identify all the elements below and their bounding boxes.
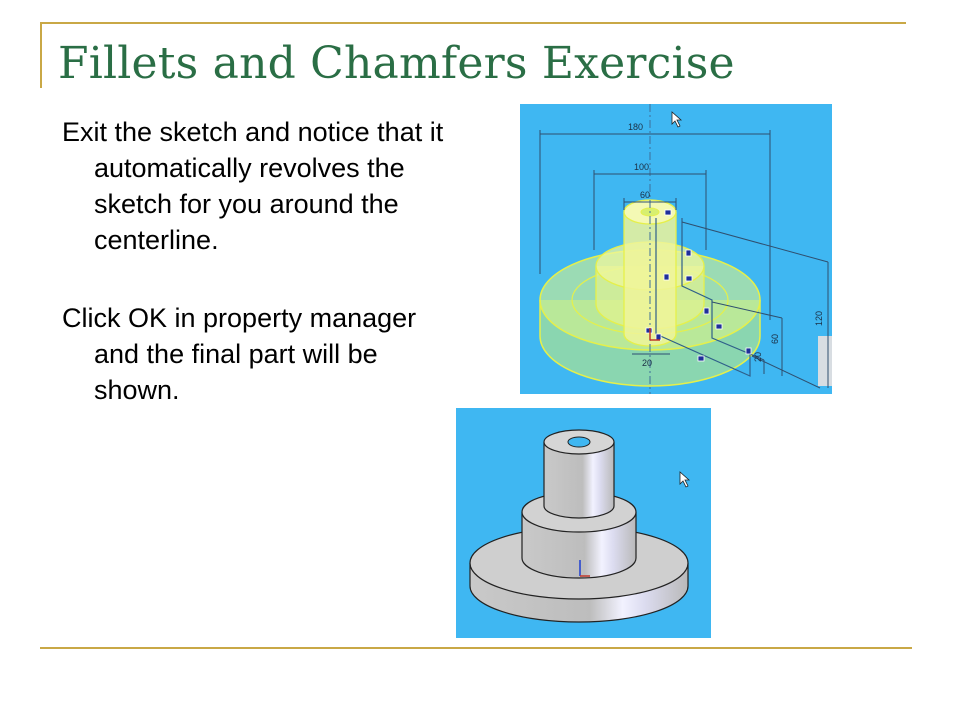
origin-icon bbox=[649, 328, 660, 341]
relation-markers bbox=[645, 209, 752, 362]
top-rule bbox=[40, 22, 906, 24]
dimension-label: 20 bbox=[753, 352, 763, 362]
final-part-image bbox=[456, 408, 711, 638]
slide-title: Fillets and Chamfers Exercise bbox=[58, 38, 735, 89]
dimension-lines bbox=[539, 130, 829, 389]
bottom-rule bbox=[40, 647, 912, 649]
paragraph-revolve: Exit the sketch and notice that it autom… bbox=[62, 117, 444, 255]
slide-body: Exit the sketch and notice that it autom… bbox=[62, 114, 462, 408]
origin-icon bbox=[579, 560, 590, 577]
dimension-label: 120 bbox=[814, 311, 824, 326]
dimension-label: 20 bbox=[642, 358, 652, 368]
left-rule bbox=[40, 22, 42, 88]
dimension-label: 100 bbox=[634, 162, 649, 172]
sketch-profile bbox=[655, 218, 751, 377]
dimension-label: 180 bbox=[628, 122, 643, 132]
dimension-label: 60 bbox=[770, 334, 780, 344]
cursor-icon bbox=[671, 111, 683, 128]
top-cylinder bbox=[543, 429, 615, 519]
cursor-icon bbox=[679, 471, 691, 488]
viewport-edge-panel bbox=[818, 336, 832, 386]
sketch-preview-image: 180 100 60 120 60 20 20 bbox=[520, 104, 832, 394]
dimension-label: 60 bbox=[640, 190, 650, 200]
paragraph-click-ok: Click OK in property manager and the fin… bbox=[62, 303, 417, 405]
